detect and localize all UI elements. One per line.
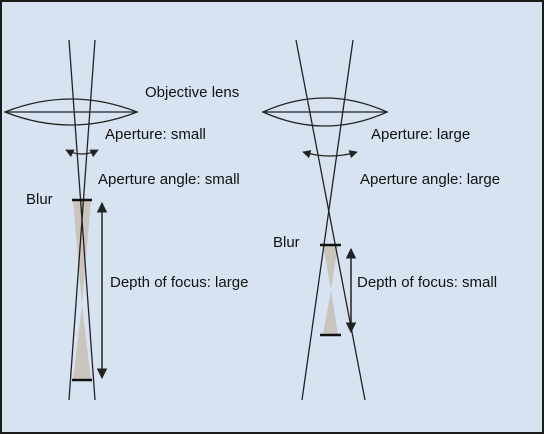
right-aperture-angle-arc: [302, 150, 358, 159]
left-setup: [3, 39, 139, 401]
right-depth-of-focus-label: Depth of focus: small: [357, 274, 497, 291]
left-blur-region: [73, 200, 91, 380]
left-aperture-angle-label: Aperture angle: small: [98, 171, 240, 188]
right-ray-1: [295, 39, 366, 401]
left-depth-of-focus-label: Depth of focus: large: [110, 274, 248, 291]
right-aperture-label: Aperture: large: [371, 126, 470, 143]
left-blur-label: Blur: [26, 191, 53, 208]
right-blur-region: [323, 245, 338, 335]
left-aperture-label: Aperture: small: [105, 126, 206, 143]
right-blur-label: Blur: [273, 234, 300, 251]
left-aperture-angle-arc: [65, 149, 99, 158]
right-setup: [261, 39, 389, 401]
right-aperture-angle-label: Aperture angle: large: [360, 171, 500, 188]
objective-lens-label: Objective lens: [145, 84, 239, 101]
